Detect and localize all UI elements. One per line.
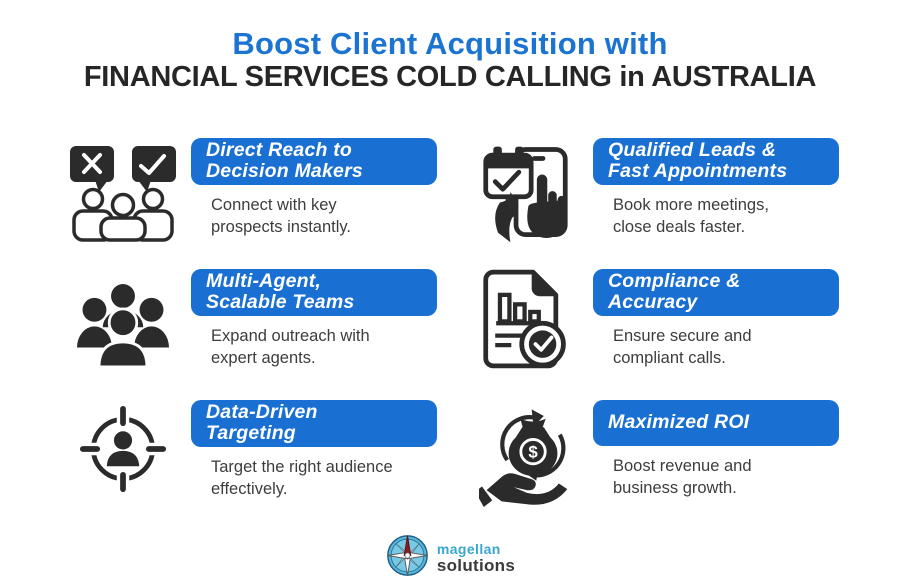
feature-qualified-leads: Qualified Leads & Fast Appointments Book…	[458, 138, 860, 246]
feature-heading-banner: Direct Reach to Decision Makers	[191, 138, 437, 185]
feature-heading: Compliance & Accuracy	[608, 270, 741, 313]
feature-heading: Data-Driven Targeting	[206, 401, 318, 444]
feature-maximized-roi: $ Maximized ROI Boost revenue and busine…	[458, 400, 860, 507]
feature-heading-banner: Compliance & Accuracy	[593, 269, 839, 316]
feature-heading-banner: Qualified Leads & Fast Appointments	[593, 138, 839, 185]
target-person-icon	[55, 400, 191, 500]
page-title: Boost Client Acquisition with	[232, 26, 668, 61]
feature-heading-banner: Maximized ROI	[593, 400, 839, 446]
feature-description: Target the right audience effectively.	[211, 458, 393, 498]
feature-direct-reach: Direct Reach to Decision Makers Connect …	[55, 138, 457, 242]
feature-heading: Qualified Leads & Fast Appointments	[608, 139, 788, 182]
feature-description: Expand outreach with expert agents.	[211, 327, 370, 367]
feature-description: Ensure secure and compliant calls.	[613, 327, 752, 367]
feature-heading: Maximized ROI	[608, 411, 750, 433]
logo-line1: magellan	[436, 541, 501, 557]
feature-compliance: Compliance & Accuracy Ensure secure and …	[458, 269, 860, 370]
compass-logo-icon	[385, 533, 430, 583]
feature-data-driven: Data-Driven Targeting Target the right a…	[55, 400, 457, 500]
feature-heading: Multi-Agent, Scalable Teams	[206, 270, 355, 313]
svg-text:$: $	[528, 443, 538, 462]
footer-logo: magellan solutions	[0, 533, 900, 583]
feature-description: Book more meetings, close deals faster.	[613, 196, 769, 236]
logo-line2: solutions	[436, 556, 516, 575]
feature-description: Boost revenue and business growth.	[613, 457, 752, 497]
report-checkmark-icon	[458, 269, 593, 370]
feature-heading-banner: Multi-Agent, Scalable Teams	[191, 269, 437, 316]
feature-description: Connect with key prospects instantly.	[211, 196, 352, 236]
feature-heading-banner: Data-Driven Targeting	[191, 400, 437, 447]
money-bag-hand-icon: $	[458, 400, 593, 507]
rejected-approved-chat-people-icon	[55, 138, 191, 242]
calendar-phone-booking-icon	[458, 138, 593, 246]
page-subtitle: FINANCIAL SERVICES COLD CALLING in AUSTR…	[83, 61, 817, 93]
team-group-icon	[55, 269, 191, 369]
logo-wordmark: magellan solutions	[437, 542, 515, 574]
feature-multi-agent: Multi-Agent, Scalable Teams Expand outre…	[55, 269, 457, 369]
feature-heading: Direct Reach to Decision Makers	[206, 139, 363, 182]
